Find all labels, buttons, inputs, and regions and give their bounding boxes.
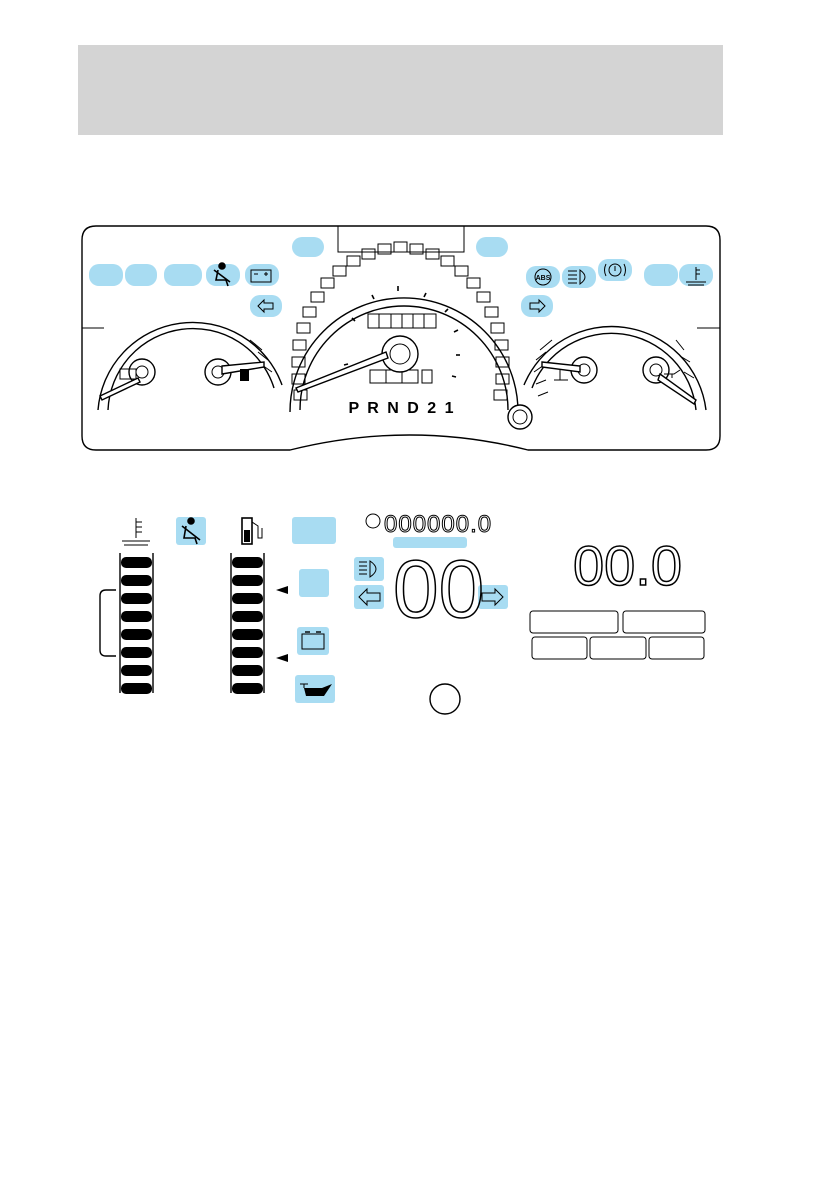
coolant-temp-icon [554,370,568,380]
fuel-and-charging-gauge [98,322,282,410]
left-turn-lamp [250,295,282,317]
headlamp-lamp [354,557,384,581]
odometer-digits: 000000.0 [384,511,492,538]
trip-digits: 00.0 [573,534,682,597]
analog-cluster: P R N D 2 1 [82,226,720,450]
message-box-5 [649,637,704,659]
temperature-and-oil-gauge [524,327,706,410]
svg-text:ABS: ABS [536,275,551,282]
message-box-2 [623,611,705,633]
trip-reset-knob[interactable] [508,405,532,429]
odometer-indicator-dot [366,514,380,528]
fuel-pump-icon [242,518,262,544]
warning-lamp-digital-2 [299,569,329,597]
warning-lamp-digital-1 [292,517,336,544]
speed-digits: 00 [393,544,484,635]
right-turn-lamp [521,295,553,317]
message-box-3 [532,637,587,659]
warning-lamp-top-right [476,237,508,257]
digital-cluster: 000000.0 00 00.0 [100,511,705,714]
warning-lamp-3 [164,264,202,286]
message-center-boxes [530,611,705,659]
prnd-indicator: P R N D 2 1 [348,400,455,417]
message-box-4 [590,637,646,659]
warning-lamp-4 [644,264,678,286]
left-warning-lamps [89,237,324,317]
warning-lamp-top-left [292,237,324,257]
warning-lamp-1 [89,264,123,286]
temperature-bar-graph [100,553,153,694]
right-warning-lamps: ABS [476,237,713,317]
battery-lamp [245,264,279,286]
speedometer: P R N D 2 1 [290,242,518,417]
fuel-pump-icon [240,369,249,381]
coolant-temp-icon [122,518,150,545]
reset-knob[interactable] [430,684,460,714]
warning-lamp-2 [125,264,157,286]
fuel-bar-graph [231,553,288,694]
message-box-1 [530,611,618,633]
odometer-display: 000000.0 [366,511,492,548]
high-beam-lamp [562,266,596,288]
